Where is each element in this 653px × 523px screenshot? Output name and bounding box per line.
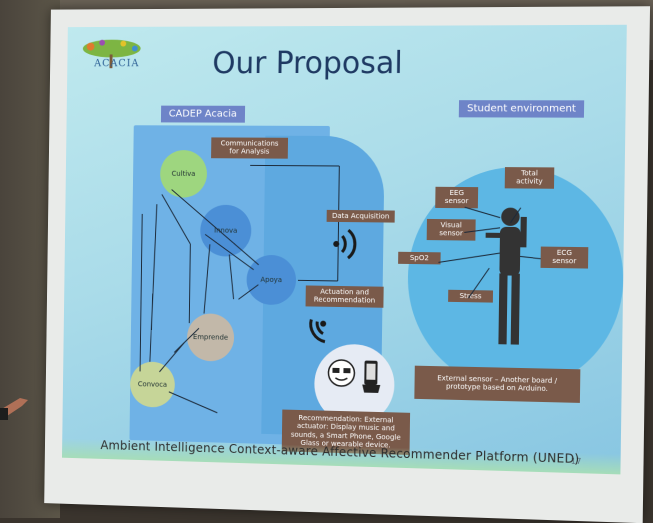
- diagram-arrows: [129, 125, 349, 446]
- projection-screen: ACACIA Our Proposal CADEP Acacia Student…: [44, 6, 651, 523]
- smartphone-hand-icon: [362, 360, 381, 393]
- communications-label: Communications for Analysis: [211, 137, 289, 159]
- student-environment-label: Student environment: [458, 100, 585, 118]
- actuation-label: Actuation and Recommendation: [305, 285, 384, 308]
- slide-title: Our Proposal: [212, 45, 403, 81]
- sensor-connectors: [407, 187, 603, 321]
- acacia-logo: [82, 39, 141, 69]
- cadep-label: CADEP Acacia: [160, 105, 245, 123]
- slide: ACACIA Our Proposal CADEP Acacia Student…: [61, 24, 627, 475]
- face-glasses-icon: [328, 359, 355, 387]
- logo-text: ACACIA: [94, 58, 140, 70]
- wifi-signal-icon: [333, 228, 356, 260]
- total-activity-label: Total activity: [504, 167, 555, 189]
- presenter-hand: [0, 398, 28, 420]
- wifi-signal-icon-2: [310, 319, 327, 344]
- data-acquisition-label: Data Acquisition: [326, 209, 395, 223]
- external-sensor-box: External sensor – Another board / protot…: [414, 365, 581, 403]
- person-silhouette-icon: [485, 207, 527, 345]
